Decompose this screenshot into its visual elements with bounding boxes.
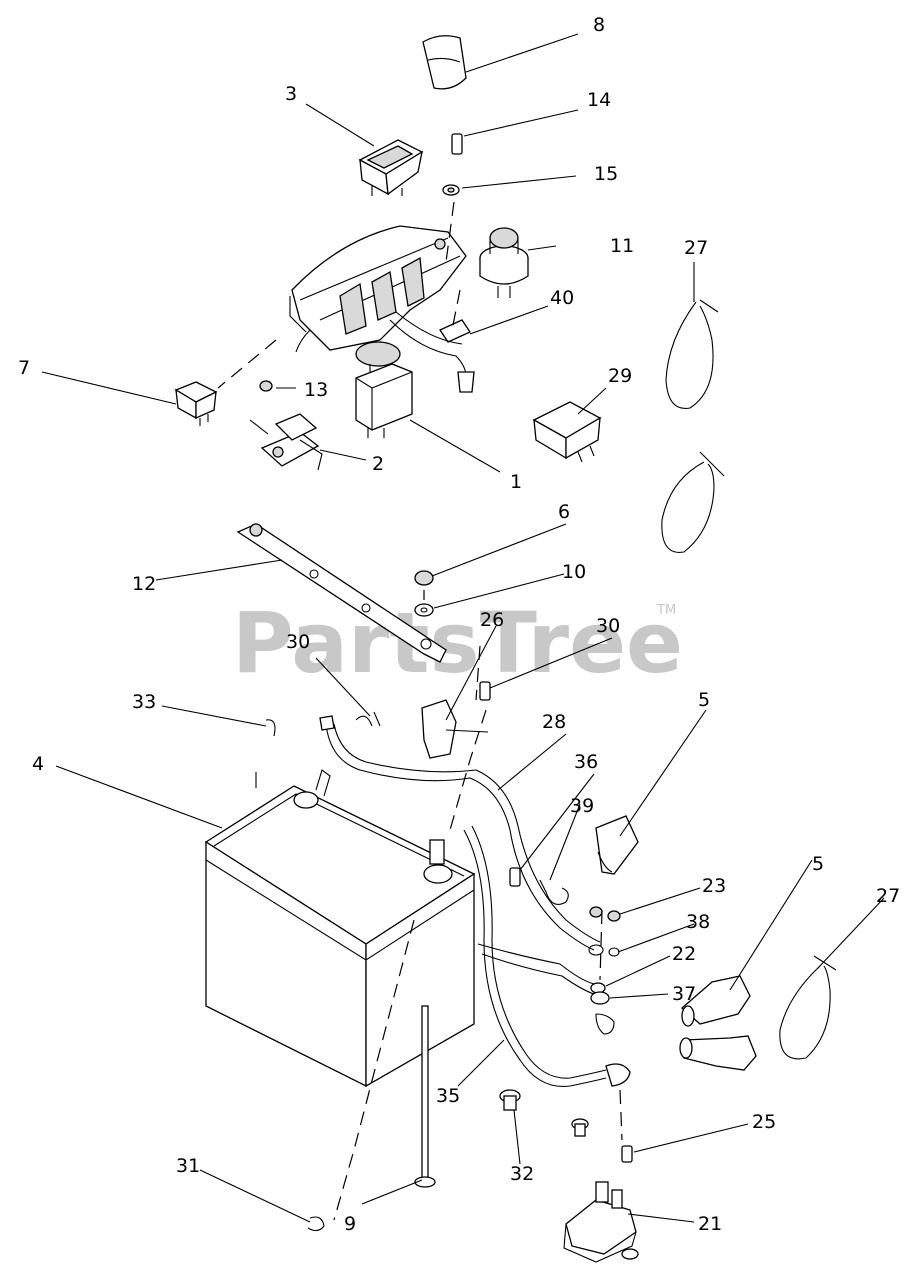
- control-panel-console: [289, 225, 467, 353]
- part-27-cable-tie-upper: [665, 299, 719, 409]
- part-9-hold-down-rod: [414, 1005, 436, 1188]
- callout-37: 37: [672, 983, 696, 1005]
- part-6-nut: [414, 570, 434, 586]
- callout-33: 33: [132, 691, 156, 713]
- callout-31: 31: [176, 1155, 200, 1177]
- callout-27-lower: 27: [876, 885, 900, 907]
- part-28-battery-cable: [319, 715, 601, 951]
- callout-38: 38: [686, 911, 710, 933]
- part-14-screw: [451, 133, 463, 155]
- part-1-pto-switch: [355, 341, 413, 438]
- part-27-cable-tie-middle: [661, 451, 725, 553]
- part-33-clip: [265, 719, 276, 737]
- callout-10: 10: [562, 561, 586, 583]
- part-8-cover-boot: [422, 35, 467, 90]
- watermark-tm: TM: [656, 603, 676, 618]
- callout-39: 39: [570, 795, 594, 817]
- bolt-lower: [571, 1118, 589, 1137]
- part-5-boot-upper: [595, 815, 639, 875]
- part-38-lock-washer: [588, 944, 620, 957]
- callout-13: 13: [304, 379, 328, 401]
- part-3-hour-meter: [358, 139, 424, 196]
- part-30-screw-right: [479, 681, 491, 701]
- callout-4: 4: [32, 753, 44, 775]
- callout-12: 12: [132, 573, 156, 595]
- callout-30-right: 30: [596, 615, 620, 637]
- callout-labels: 8 3 14 15 11 27 40 7 13 29 2 1 6 12 10 2…: [18, 14, 900, 1235]
- part-21-starter-solenoid: [563, 1181, 639, 1263]
- callout-2: 2: [372, 453, 384, 475]
- part-13-nut: [259, 380, 273, 392]
- part-35-positive-cable: [463, 825, 631, 1088]
- part-40-harness-connector: [389, 311, 475, 393]
- part-37-washer: [590, 991, 615, 1035]
- callout-5-middle: 5: [812, 853, 824, 875]
- part-23-nut: [589, 906, 621, 922]
- callout-1: 1: [510, 471, 522, 493]
- part-39-terminal: [539, 879, 569, 905]
- part-30-screw-left: [355, 711, 381, 727]
- callout-40: 40: [550, 287, 574, 309]
- part-29-relay: [532, 401, 602, 463]
- callout-32: 32: [510, 1163, 534, 1185]
- callout-25: 25: [752, 1111, 776, 1133]
- callout-3: 3: [285, 83, 297, 105]
- callout-23: 23: [702, 875, 726, 897]
- watermark-text: PartsTree: [232, 594, 683, 692]
- callout-26: 26: [480, 609, 504, 631]
- callout-27-upper: 27: [684, 237, 708, 259]
- part-7-rocker-switch: [174, 381, 218, 426]
- callout-8: 8: [593, 14, 605, 36]
- part-12-battery-hold-down: [236, 523, 447, 663]
- callout-14: 14: [587, 89, 611, 111]
- part-10-washer: [414, 603, 434, 617]
- callout-9: 9: [344, 1213, 356, 1235]
- part-4-battery: [204, 769, 476, 1088]
- part-5-boot-middle: [681, 975, 751, 1027]
- callout-11: 11: [610, 235, 634, 257]
- part-26-terminal-boot: [421, 699, 489, 759]
- part-32-bolt: [499, 1089, 521, 1111]
- part-36-terminal: [509, 867, 521, 887]
- leader-lines: [41, 33, 885, 1223]
- part-15-washer: [442, 184, 460, 196]
- callout-6: 6: [558, 501, 570, 523]
- part-11-ignition-switch: [479, 227, 529, 298]
- callout-21: 21: [698, 1213, 722, 1235]
- callout-30-left: 30: [286, 631, 310, 653]
- callout-22: 22: [672, 943, 696, 965]
- assembly-lines: [217, 201, 623, 1221]
- callout-29: 29: [608, 365, 632, 387]
- callout-7: 7: [18, 357, 30, 379]
- callout-35: 35: [436, 1085, 460, 1107]
- callout-15: 15: [594, 163, 618, 185]
- part-27-cable-tie-lower: [779, 955, 837, 1060]
- part-5-boot-lower: [679, 1035, 757, 1071]
- callout-36: 36: [574, 751, 598, 773]
- part-2-seat-switch: [249, 413, 323, 471]
- callout-5-upper: 5: [698, 689, 710, 711]
- part-31-hook: [307, 1216, 325, 1232]
- parts-tree-watermark: PartsTree TM: [232, 594, 683, 692]
- part-25-nut: [621, 1145, 633, 1163]
- callout-28: 28: [542, 711, 566, 733]
